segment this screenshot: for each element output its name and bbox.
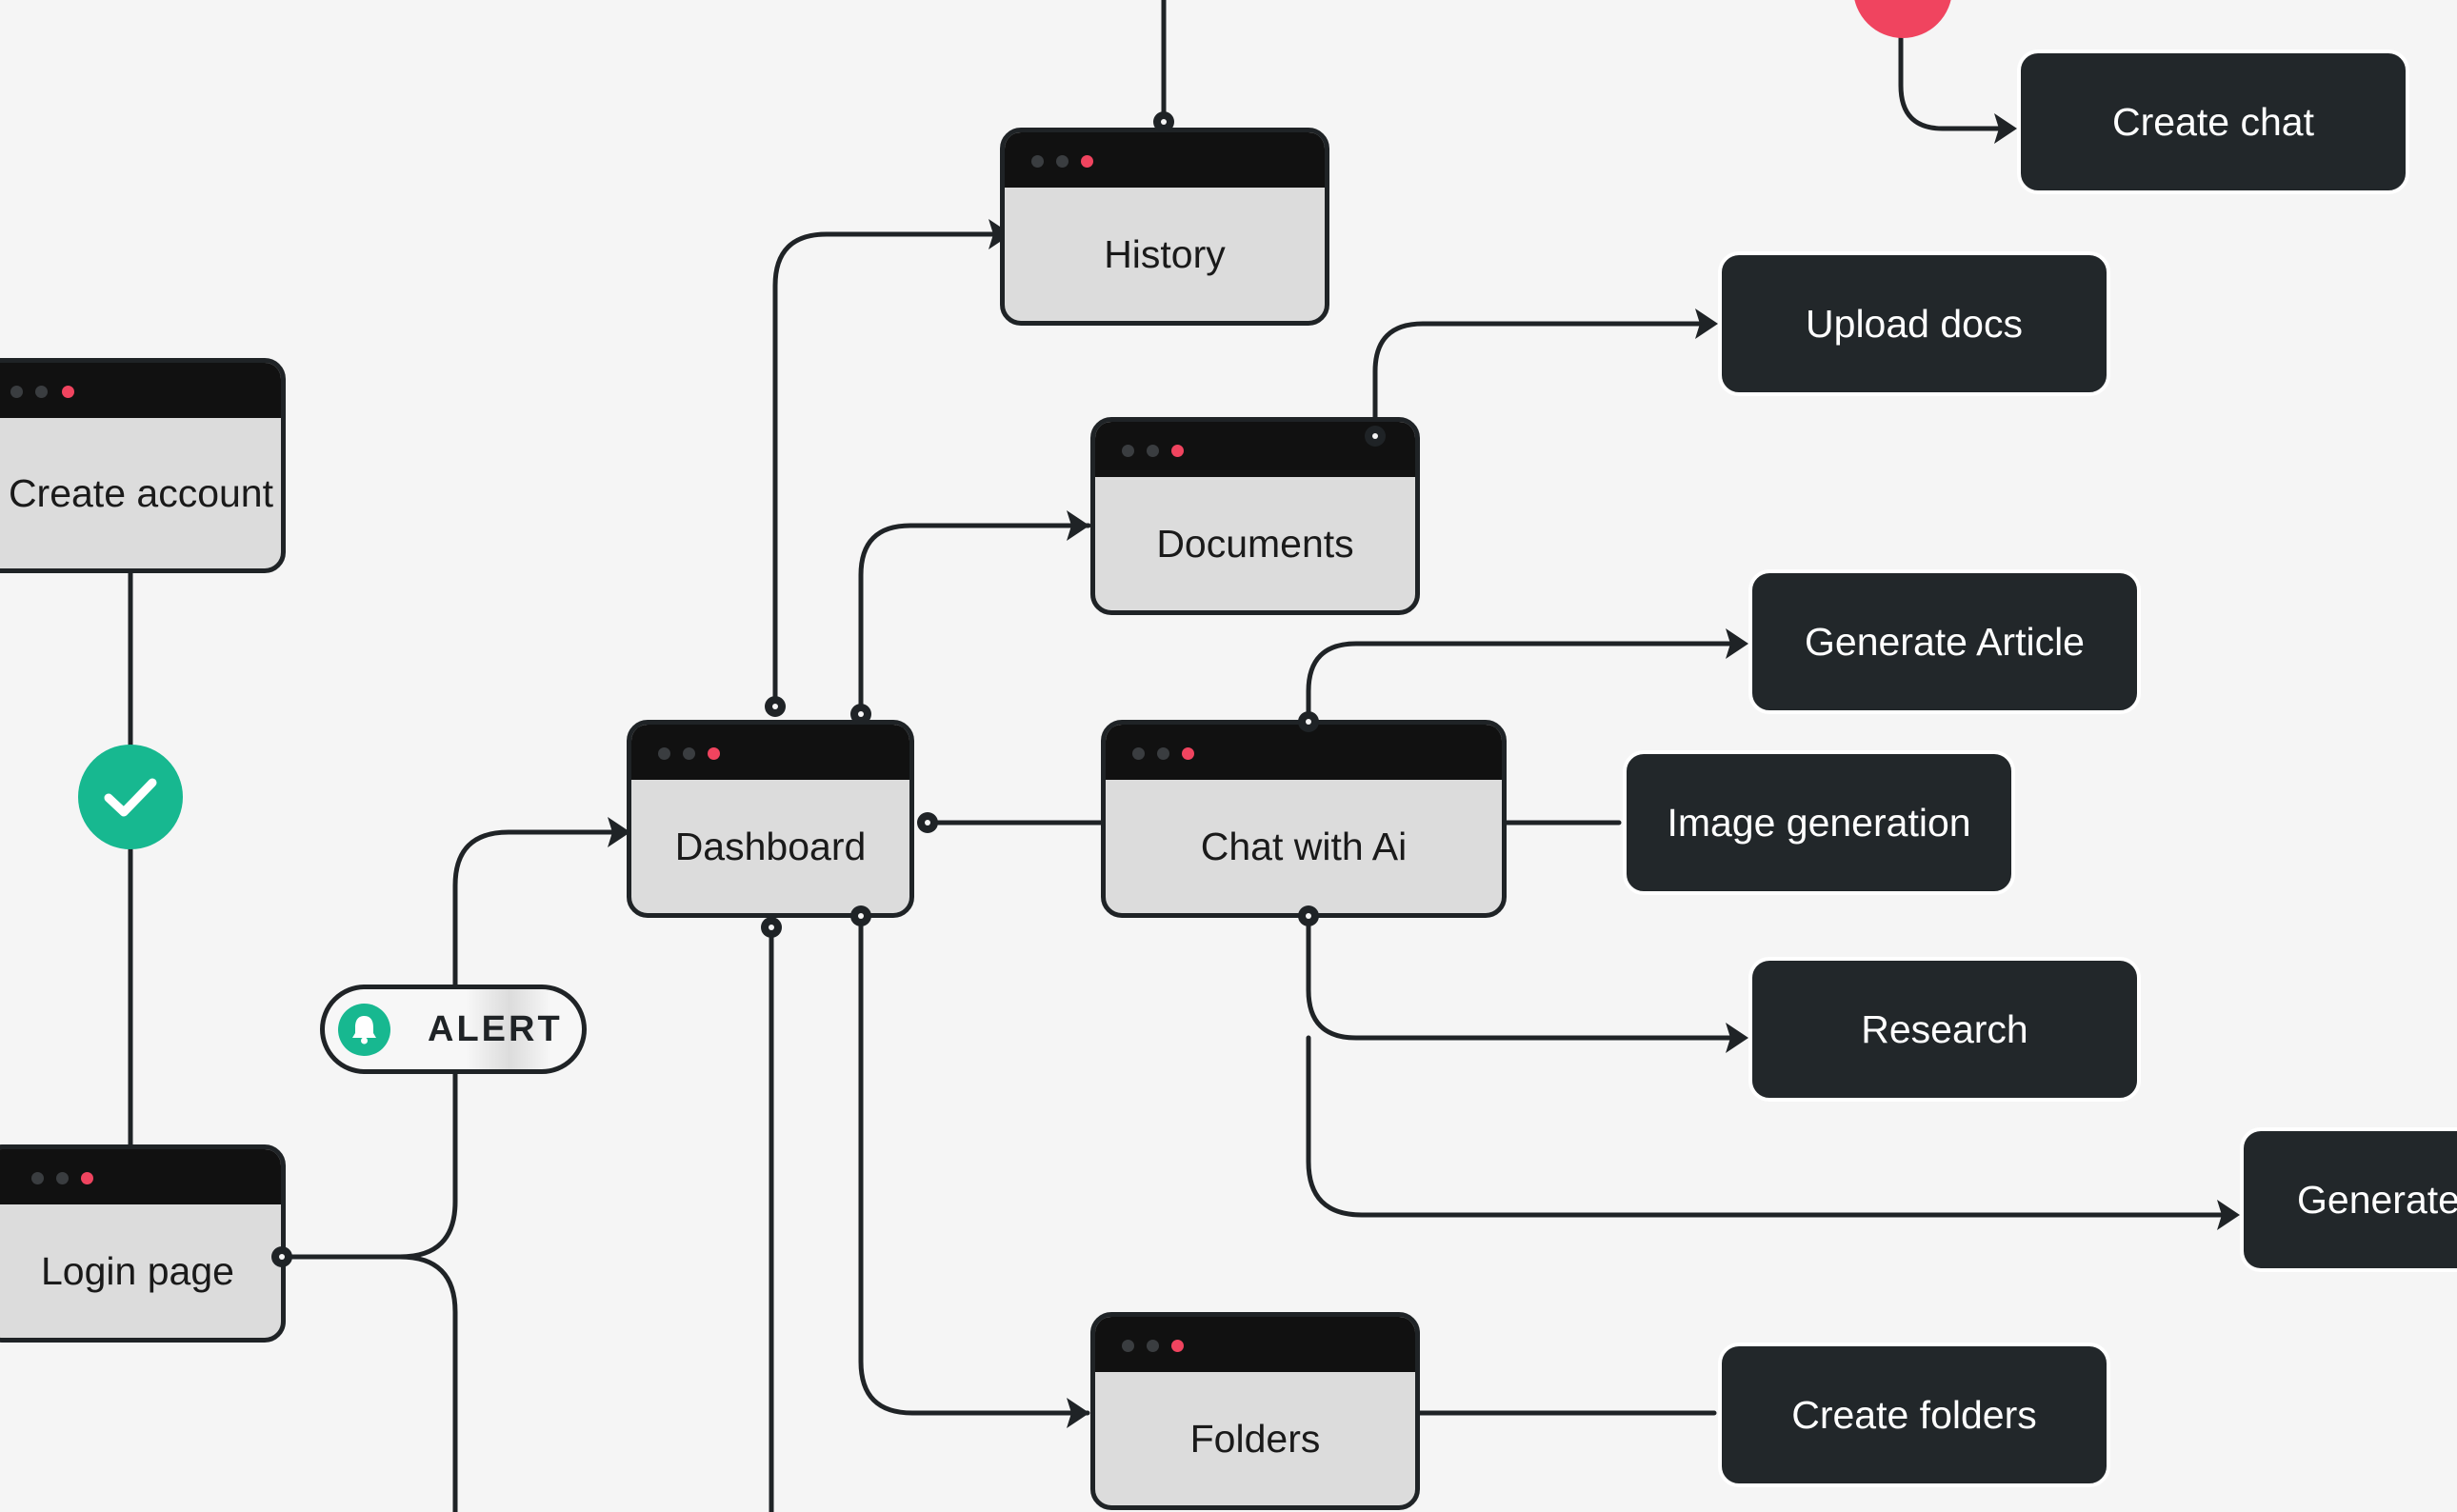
window-titlebar bbox=[1095, 1317, 1415, 1372]
window-titlebar bbox=[631, 725, 909, 780]
window-titlebar bbox=[0, 1149, 281, 1204]
window-label: Dashboard bbox=[674, 824, 867, 868]
arrowheads bbox=[608, 113, 2240, 1428]
wire-dashboard-to-folders bbox=[858, 913, 1090, 1416]
alert-label: ALERT bbox=[428, 1008, 563, 1049]
port-dashboard-top-right[interactable] bbox=[850, 704, 871, 725]
action-research[interactable]: Research bbox=[1748, 957, 2141, 1102]
window-titlebar bbox=[1005, 132, 1325, 188]
action-create-folders[interactable]: Create folders bbox=[1718, 1343, 2110, 1487]
arrowhead-icon bbox=[1726, 1023, 1748, 1053]
port-history-top[interactable] bbox=[1153, 111, 1174, 132]
check-icon bbox=[78, 745, 183, 849]
window-login-page[interactable]: Login page bbox=[0, 1144, 286, 1343]
wire-chat-to-generate-partial bbox=[1306, 1035, 2236, 1218]
window-history[interactable]: History bbox=[1000, 128, 1329, 326]
window-label: Chat with Ai bbox=[1200, 824, 1408, 868]
port-dashboard-bottom-left[interactable] bbox=[761, 917, 782, 938]
wire-dashboard-to-documents bbox=[858, 523, 1091, 717]
window-titlebar bbox=[0, 363, 281, 418]
action-upload-docs[interactable]: Upload docs bbox=[1718, 251, 2110, 396]
bell-icon bbox=[338, 1004, 390, 1056]
window-label: Create account bbox=[8, 470, 273, 515]
window-dashboard[interactable]: Dashboard bbox=[627, 720, 914, 918]
window-label: History bbox=[1104, 231, 1226, 276]
arrowhead-icon bbox=[1994, 113, 2017, 144]
wire-documents-to-upload-docs bbox=[1372, 321, 1712, 422]
port-chat-bottom[interactable] bbox=[1298, 905, 1319, 926]
wire-login-down bbox=[397, 1254, 458, 1512]
window-label: Folders bbox=[1189, 1416, 1321, 1461]
window-label: Documents bbox=[1156, 521, 1354, 566]
port-login-right[interactable] bbox=[271, 1246, 292, 1267]
port-chat-top[interactable] bbox=[1298, 711, 1319, 732]
action-generate-partial[interactable]: Generate bbox=[2240, 1127, 2457, 1272]
wire-dashboard-to-history bbox=[772, 231, 1000, 709]
action-generate-article[interactable]: Generate Article bbox=[1748, 569, 2141, 714]
window-folders[interactable]: Folders bbox=[1090, 1312, 1420, 1510]
arrowhead-icon bbox=[1726, 628, 1748, 659]
action-create-chat[interactable]: Create chat bbox=[2017, 50, 2409, 194]
arrowhead-icon bbox=[1067, 510, 1089, 541]
arrowhead-icon bbox=[1067, 1398, 1089, 1428]
window-create-account[interactable]: Create account bbox=[0, 358, 286, 573]
wire-chat-to-research bbox=[1306, 913, 1744, 1041]
port-dashboard-right[interactable] bbox=[917, 812, 938, 833]
action-image-generation[interactable]: Image generation bbox=[1623, 750, 2015, 895]
window-label: Login page bbox=[41, 1248, 234, 1293]
wire-chat-to-generate-article bbox=[1306, 641, 1744, 725]
window-titlebar bbox=[1095, 422, 1415, 477]
port-dashboard-top-left[interactable] bbox=[765, 696, 786, 717]
arrowhead-icon bbox=[2217, 1200, 2240, 1230]
arrowhead-icon bbox=[608, 817, 630, 847]
port-documents-top[interactable] bbox=[1365, 426, 1386, 447]
window-documents[interactable]: Documents bbox=[1090, 417, 1420, 615]
port-dashboard-bottom-right[interactable] bbox=[850, 905, 871, 926]
arrowhead-icon bbox=[1695, 308, 1718, 339]
wire-redcircle-to-create-chat bbox=[1898, 33, 2010, 131]
alert-badge[interactable]: ALERT bbox=[320, 985, 587, 1074]
window-chat-with-ai[interactable]: Chat with Ai bbox=[1101, 720, 1507, 918]
window-titlebar bbox=[1106, 725, 1502, 780]
